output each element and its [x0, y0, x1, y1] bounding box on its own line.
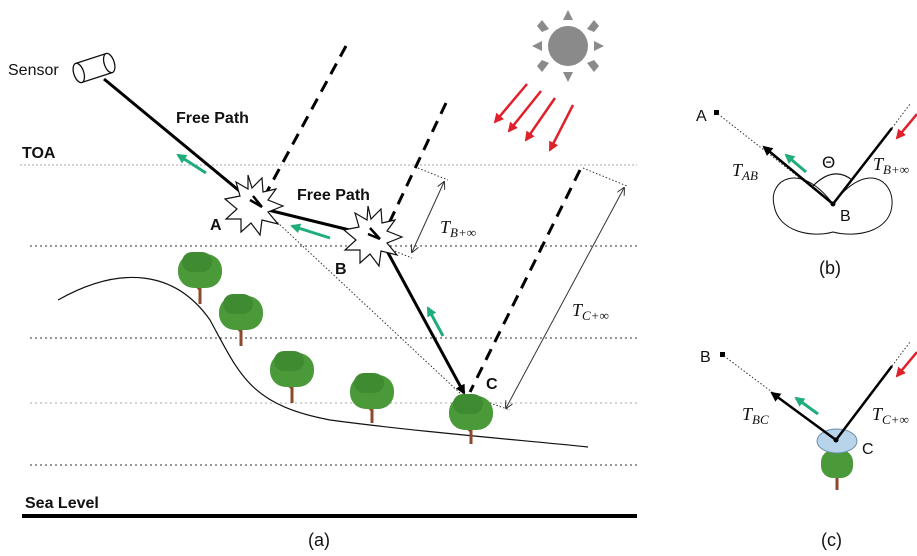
- panel-c: B C TBC TC+∞ (c): [700, 341, 917, 550]
- t-c-inf-label-c: TC+∞: [872, 404, 909, 427]
- point-b-label-b: B: [840, 208, 851, 225]
- sensor-label: Sensor: [8, 62, 59, 79]
- t-ab-label: TAB: [732, 160, 758, 183]
- red-arrow-c: [895, 351, 917, 378]
- point-b-label-c: B: [700, 349, 711, 366]
- solar-path-a: [261, 45, 348, 200]
- sun-icon: [532, 10, 604, 82]
- t-b-inf-arrow-b: [832, 127, 893, 205]
- t-c-inf-arrow-c: [835, 365, 893, 441]
- t-bc-label: TBC: [742, 404, 769, 427]
- sensor-icon: [72, 52, 116, 84]
- toa-label: TOA: [22, 145, 56, 162]
- tree-5: [449, 394, 493, 444]
- sea-level-label: Sea Level: [25, 495, 99, 512]
- point-c-label-c: C: [862, 441, 874, 458]
- dotted-line-b-up: [891, 103, 911, 129]
- point-a-label-b: A: [696, 108, 707, 125]
- t-bc-arrow: [770, 391, 837, 442]
- point-a-marker-b: [714, 110, 719, 115]
- caption-a: (a): [308, 530, 330, 550]
- sunlight-arrows: [493, 83, 575, 152]
- red-arrow-b: [895, 113, 917, 140]
- tree-panel-c: [821, 450, 853, 490]
- tree-1: [178, 252, 222, 304]
- point-a-label: A: [210, 217, 222, 234]
- dimension-t-c-inf: [469, 167, 628, 411]
- t-b-inf-label: TB+∞: [440, 217, 476, 240]
- caption-b: (b): [819, 258, 841, 278]
- tree-2: [219, 294, 263, 346]
- teal-arrows-panel-a: [176, 153, 445, 337]
- theta-label: Θ: [822, 153, 835, 172]
- dotted-path-a-c: [261, 207, 463, 396]
- point-b-marker-c: [720, 352, 725, 357]
- dotted-line-c-up: [891, 341, 911, 367]
- angle-arc-b: [811, 173, 853, 188]
- tree-3: [270, 351, 314, 403]
- path-c-to-b: [378, 237, 466, 395]
- free-path-label-1: Free Path: [176, 110, 249, 127]
- scatter-burst-a: [223, 174, 285, 237]
- scatter-burst-b: [342, 205, 404, 268]
- point-b-label: B: [335, 261, 347, 278]
- terrain-curve: [57, 276, 589, 448]
- t-c-inf-label: TC+∞: [572, 300, 609, 323]
- panel-b: A B Θ TAB TB+∞ (b): [696, 103, 917, 278]
- solar-path-b: [380, 102, 448, 239]
- dimension-t-b-inf: [381, 167, 449, 259]
- t-ab-arrow: [762, 145, 834, 205]
- caption-c: (c): [821, 530, 842, 550]
- tree-4: [350, 373, 394, 423]
- teal-arrow-b: [784, 153, 807, 174]
- point-c-label: C: [486, 376, 498, 393]
- teal-arrow-c: [794, 396, 819, 416]
- path-a-to-sensor: [103, 77, 261, 210]
- solar-path-c: [468, 169, 582, 393]
- t-b-inf-label-b: TB+∞: [873, 154, 909, 177]
- free-path-label-2: Free Path: [297, 187, 370, 204]
